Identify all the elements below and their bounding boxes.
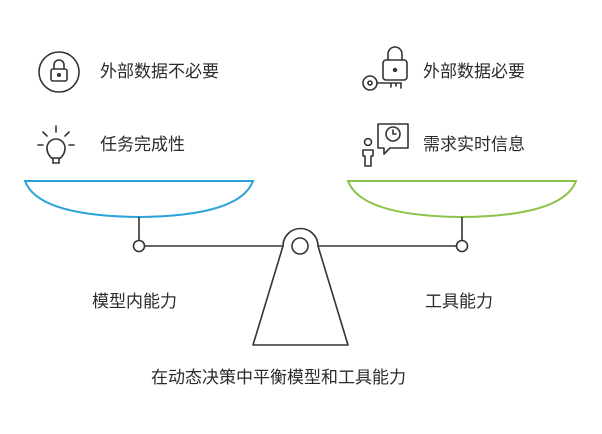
padlock-icon: [38, 51, 80, 93]
left-base-label: 模型内能力: [92, 292, 177, 312]
lock-key-icon: [362, 46, 408, 91]
right-item-1-label: 外部数据必要: [423, 62, 525, 82]
left-item-2-label: 任务完成性: [100, 135, 185, 155]
fulcrum-pivot: [291, 237, 309, 255]
scale-fulcrum: [252, 227, 349, 346]
right-joint: [455, 239, 469, 253]
left-pan: [23, 180, 255, 219]
left-joint: [132, 239, 146, 253]
lightbulb-icon: [37, 125, 75, 164]
right-base-label: 工具能力: [425, 292, 493, 312]
left-item-1-label: 外部数据不必要: [100, 62, 219, 82]
right-item-2-label: 需求实时信息: [423, 135, 525, 155]
person-clock-icon: [362, 123, 409, 167]
caption: 在动态决策中平衡模型和工具能力: [151, 368, 406, 388]
right-pan: [346, 180, 578, 219]
